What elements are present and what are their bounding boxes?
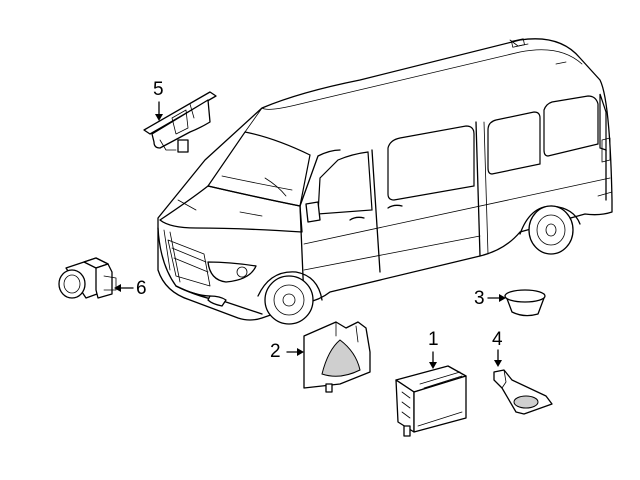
callout-label-1: 1: [428, 329, 439, 350]
control-module-part: [395, 365, 467, 437]
callout-label-4: 4: [492, 329, 503, 350]
callout-arrow-6: [114, 284, 134, 292]
callout-arrow-2: [286, 348, 304, 356]
callout-arrow-3: [487, 294, 506, 302]
callout-arrow-1: [429, 351, 437, 369]
callout-arrow-4: [494, 349, 502, 367]
callout-label-6: 6: [136, 278, 147, 299]
callout-arrow-5: [155, 101, 163, 121]
parking-sensor-part: [58, 257, 117, 299]
van-illustration: [157, 38, 613, 325]
rain-sensor-part: [143, 91, 217, 153]
callout-label-5: 5: [153, 79, 164, 100]
callout-label-3: 3: [474, 288, 485, 309]
callout-label-2: 2: [270, 341, 281, 362]
bracket-part: [303, 321, 371, 393]
sensor-cap-part: [504, 289, 546, 317]
mounting-bracket-part: [493, 369, 553, 415]
